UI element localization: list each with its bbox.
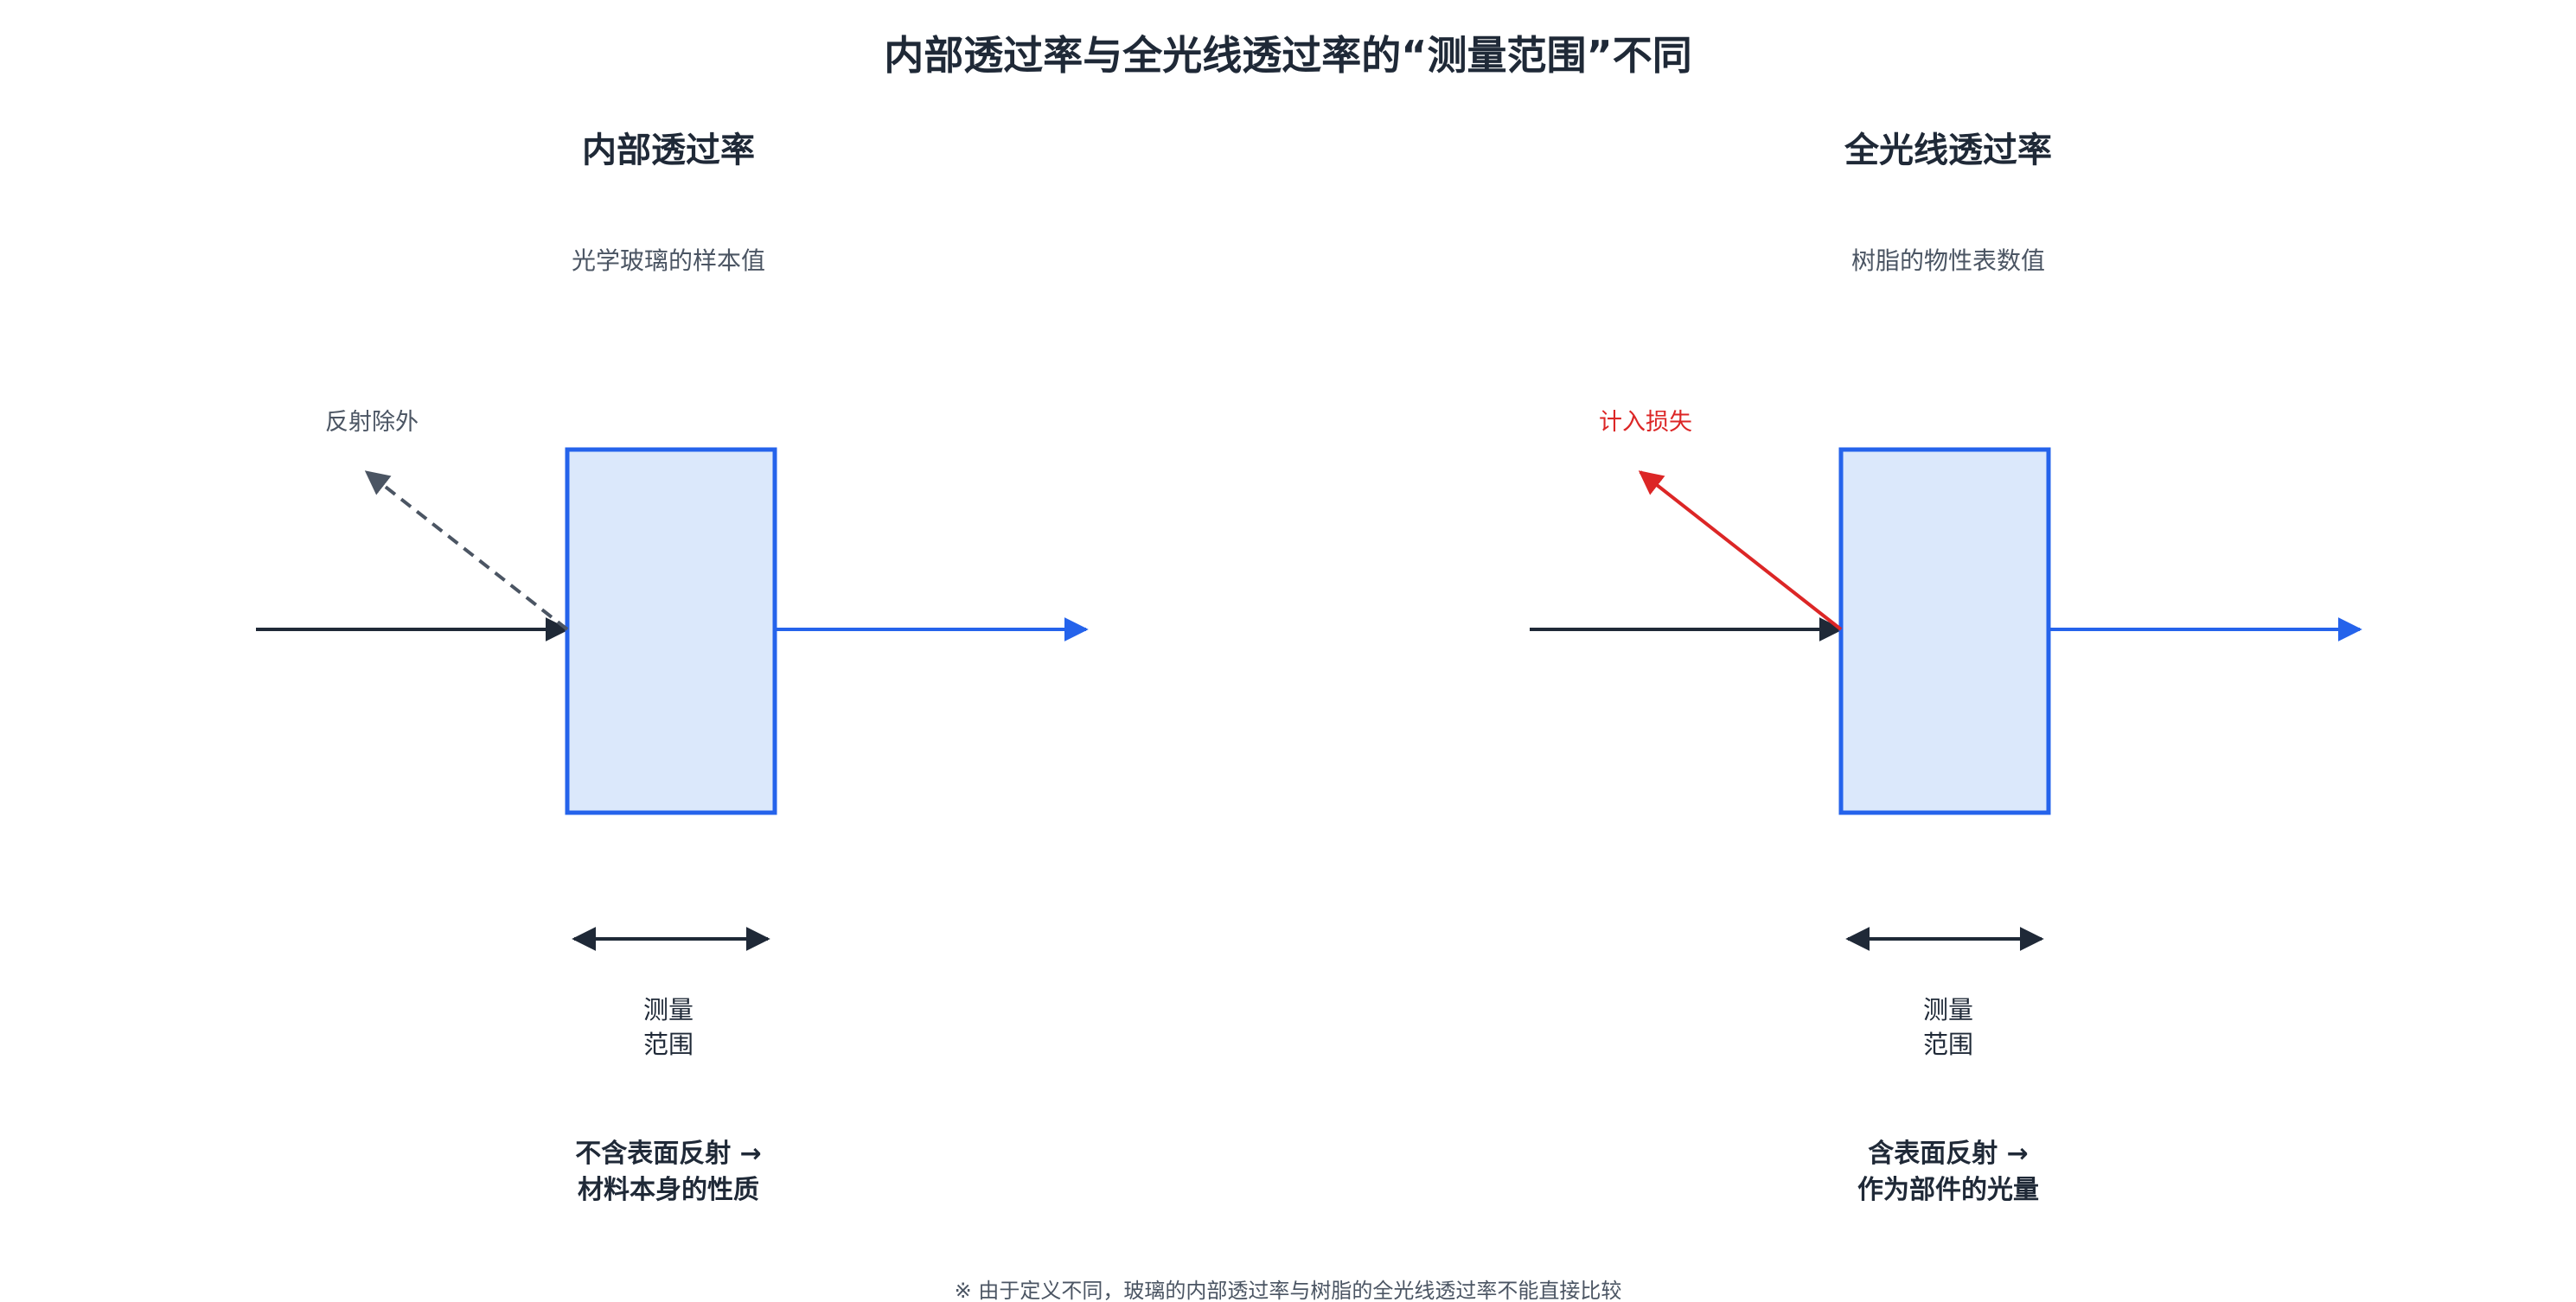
right-panel-diagram: 计入损失	[1530, 409, 2362, 951]
right-reflected-arrow-counted	[1638, 470, 1843, 631]
right-measure-range-label: 测量 范围	[1775, 992, 2121, 1062]
left-measure-range-label: 测量 范围	[495, 992, 841, 1062]
left-panel-diagram: 反射除外	[256, 409, 1089, 951]
left-reflection-label: 反射除外	[325, 409, 419, 436]
right-reflection-label: 计入损失	[1599, 409, 1692, 436]
left-sample-block	[565, 447, 777, 815]
right-sample-block	[1838, 447, 2051, 815]
right-panel-subtitle: 树脂的物性表数值	[1851, 246, 2045, 275]
left-measure-label-line1: 测量	[642, 995, 694, 1024]
left-panel-subtitle: 光学玻璃的样本值	[571, 246, 765, 275]
left-conclusion-line2: 材料本身的性质	[578, 1175, 759, 1205]
left-conclusion: 不含表面反射 → 材料本身的性质	[409, 1136, 928, 1209]
right-conclusion-line1: 含表面反射 →	[1868, 1139, 2029, 1169]
footnote: ※ 由于定义不同，玻璃的内部透过率与树脂的全光线透过率不能直接比较	[954, 1279, 1622, 1302]
left-panel-title: 内部透过率	[582, 131, 755, 170]
left-conclusion-line1: 不含表面反射 →	[575, 1139, 762, 1169]
right-measure-label-line1: 测量	[1922, 995, 1973, 1024]
diagram-title: 内部透过率与全光线透过率的“测量范围”不同	[884, 32, 1692, 79]
right-measure-label-line2: 范围	[1922, 1030, 1973, 1059]
left-reflected-arrow-excluded	[364, 470, 569, 631]
right-panel-title: 全光线透过率	[1844, 131, 2052, 170]
right-conclusion: 含表面反射 → 作为部件的光量	[1689, 1136, 2208, 1209]
right-conclusion-line2: 作为部件的光量	[1857, 1175, 2039, 1205]
left-measure-label-line2: 范围	[642, 1030, 694, 1059]
